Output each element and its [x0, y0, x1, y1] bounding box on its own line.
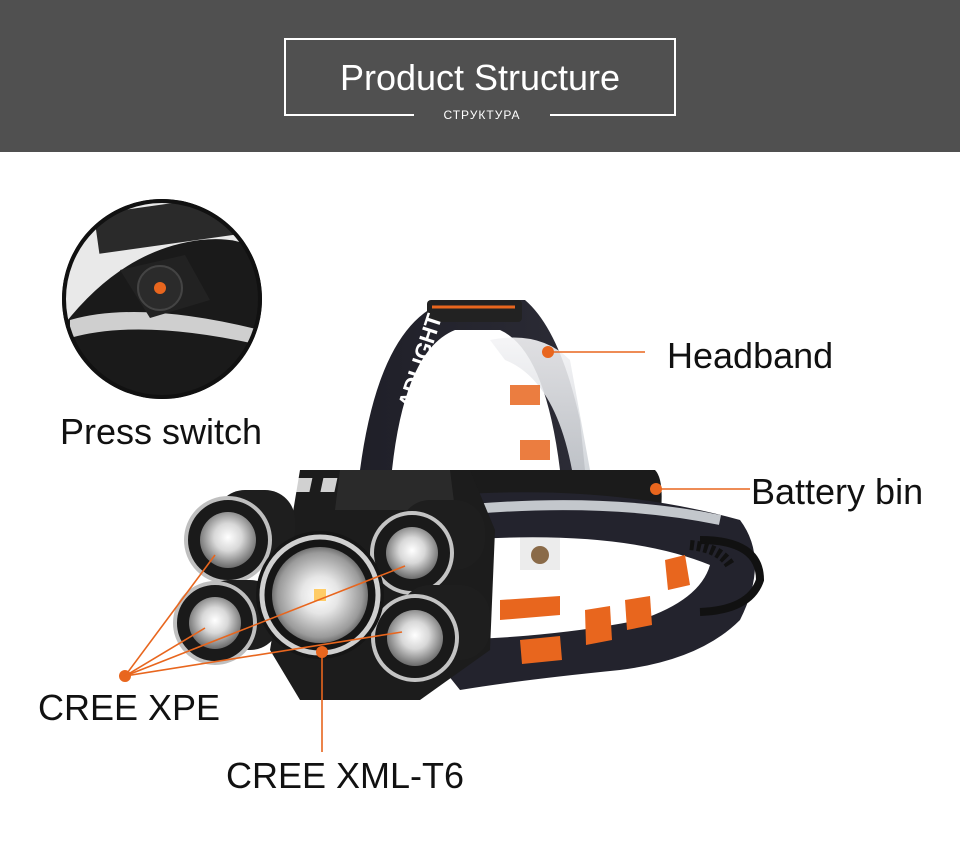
label-press-switch: Press switch [60, 411, 263, 452]
callouts [119, 346, 750, 752]
led-bottom-right [371, 585, 490, 682]
led-top-right [370, 500, 485, 595]
headband: ADLIGHT [360, 300, 590, 470]
header-banner: Product Structure СТРУКТУРА [0, 0, 960, 152]
switch-marker-dot [154, 282, 166, 294]
label-battery-bin: Battery bin [751, 471, 924, 512]
led-center-main [256, 531, 384, 659]
label-cree-xpe: CREE XPE [38, 687, 221, 728]
press-switch-inset [62, 199, 262, 399]
label-headband: Headband [667, 335, 834, 376]
led-top-left [184, 490, 295, 584]
page-title: Product Structure [339, 57, 621, 98]
page-subtitle: СТРУКТУРА [414, 106, 550, 124]
label-cree-xml-t6: CREE XML-T6 [226, 755, 465, 796]
title-frame: Product Structure СТРУКТУРА [284, 38, 676, 124]
